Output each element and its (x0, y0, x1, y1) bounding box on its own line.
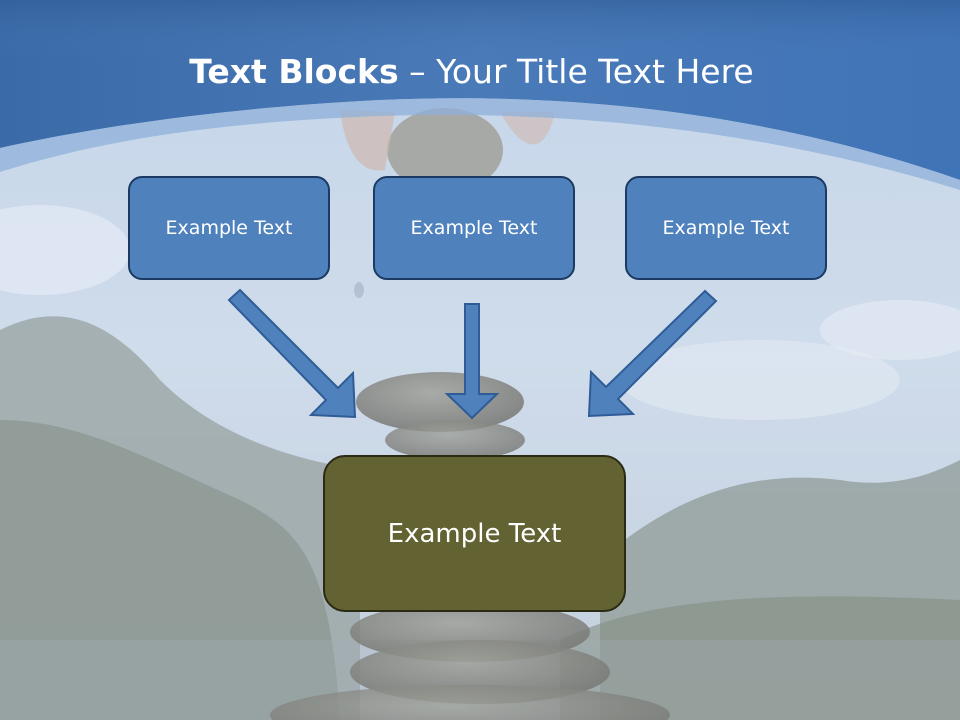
target-text-block: Example Text (323, 455, 626, 612)
arrow-left-to-target (227, 288, 357, 419)
arrow-center-to-target (444, 303, 500, 420)
text-block-1: Example Text (128, 176, 330, 280)
text-block-2-label: Example Text (410, 217, 538, 239)
text-block-3: Example Text (625, 176, 827, 280)
title-bold-part: Text Blocks (189, 52, 399, 91)
slide-title: Text Blocks – Your Title Text Here (0, 52, 943, 91)
text-block-3-label: Example Text (662, 217, 790, 239)
title-rest-part: – Your Title Text Here (398, 52, 754, 91)
text-block-2: Example Text (373, 176, 575, 280)
arrow-right-to-target (587, 289, 718, 418)
target-text-block-label: Example Text (387, 518, 562, 549)
text-block-1-label: Example Text (165, 217, 293, 239)
